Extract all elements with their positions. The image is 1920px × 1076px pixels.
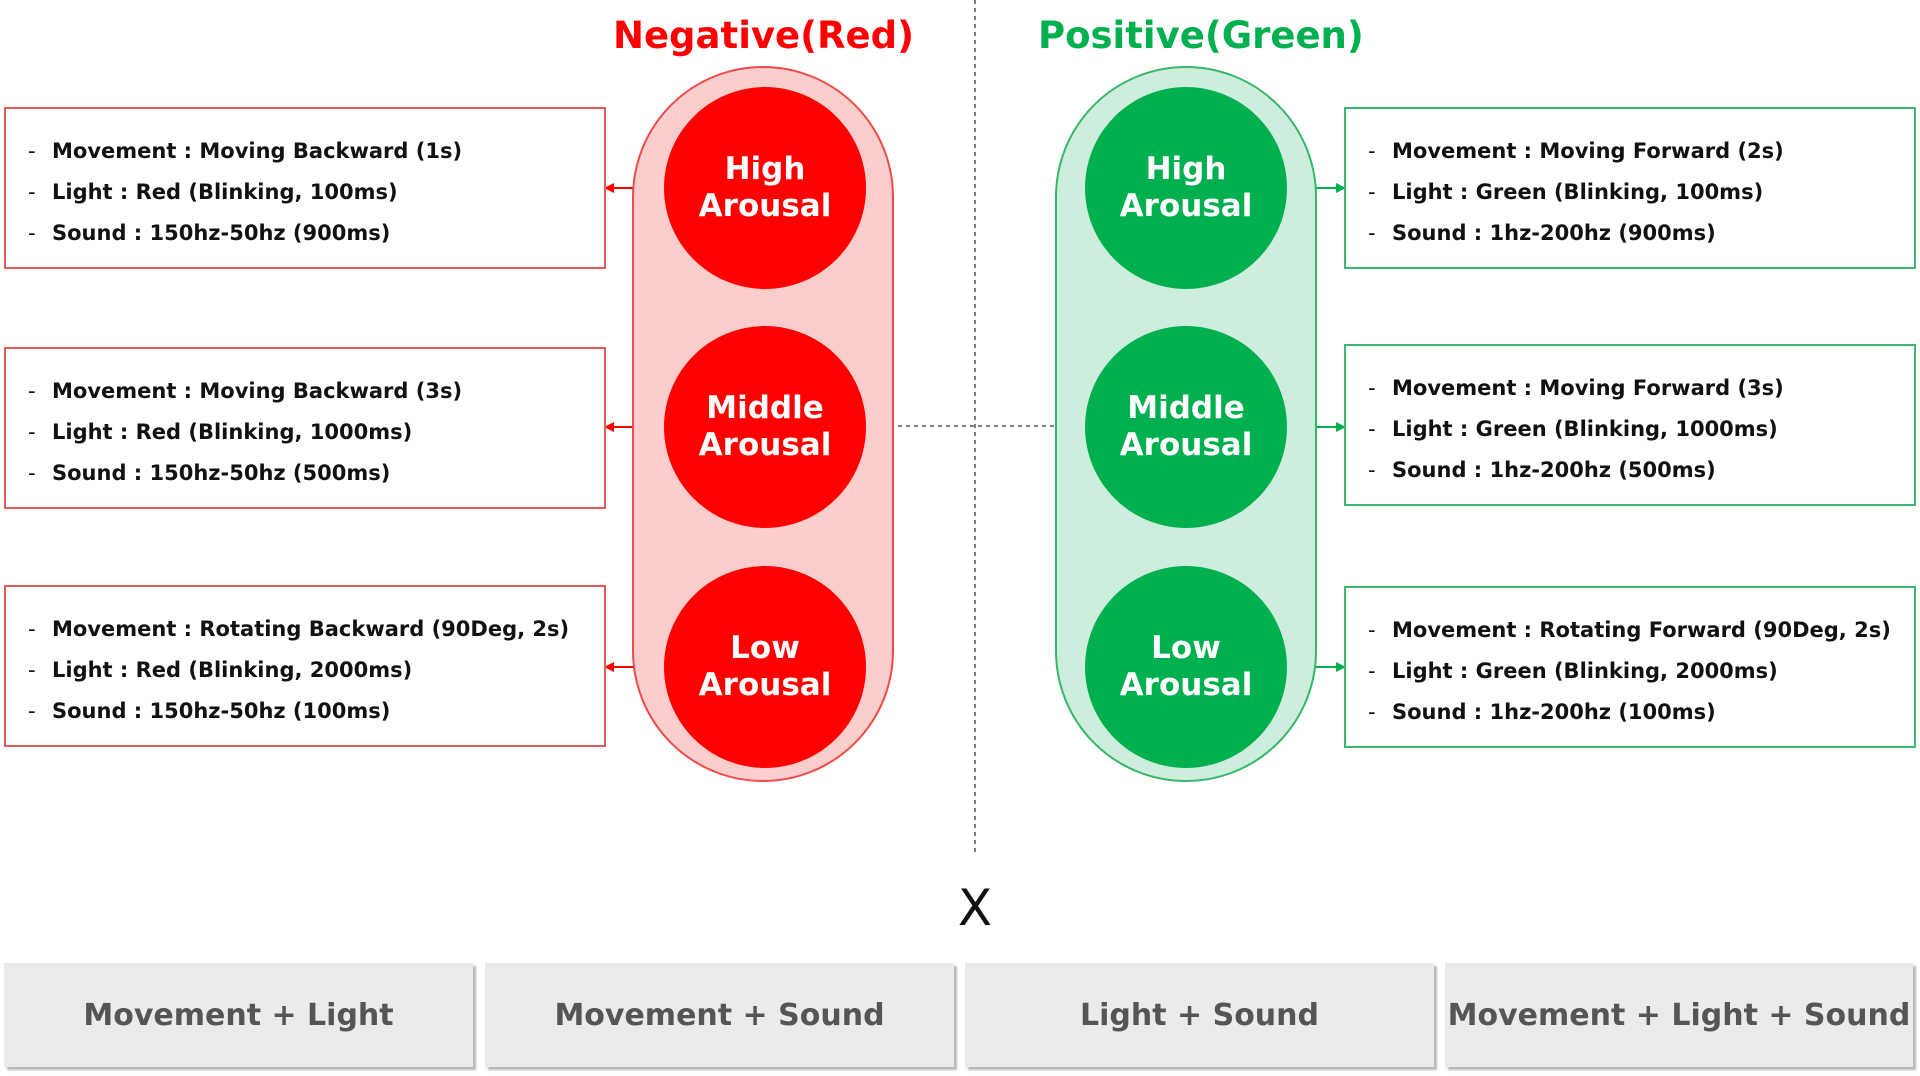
- bullet-dash: -: [1368, 659, 1376, 683]
- detail-text: Light : Red (Blinking, 100ms): [52, 180, 398, 204]
- bullet-dash: -: [1368, 458, 1376, 482]
- detail-line: -Sound : 150hz-50hz (900ms): [28, 213, 604, 254]
- negative-low-detail-box: -Movement : Rotating Backward (90Deg, 2s…: [4, 585, 606, 747]
- bullet-dash: -: [1368, 417, 1376, 441]
- positive-low-arousal-circle: Low Arousal: [1085, 566, 1287, 768]
- bullet-dash: -: [28, 658, 36, 682]
- circle-label-line2: Arousal: [1119, 188, 1253, 224]
- negative-low-arousal-circle: Low Arousal: [664, 566, 866, 768]
- negative-high-detail-box: -Movement : Moving Backward (1s) -Light …: [4, 107, 606, 269]
- bullet-dash: -: [28, 221, 36, 245]
- negative-middle-detail-box: -Movement : Moving Backward (3s) -Light …: [4, 347, 606, 509]
- circle-label-line1: Low: [1151, 630, 1221, 666]
- bullet-dash: -: [28, 699, 36, 723]
- bullet-dash: -: [1368, 221, 1376, 245]
- detail-text: Light : Red (Blinking, 2000ms): [52, 658, 413, 682]
- combo-movement-light-sound: Movement + Light + Sound: [1445, 963, 1913, 1067]
- detail-text: Movement : Moving Backward (3s): [52, 379, 463, 403]
- detail-line: -Light : Red (Blinking, 100ms): [28, 172, 604, 213]
- bullet-dash: -: [1368, 139, 1376, 163]
- bullet-dash: -: [28, 379, 36, 403]
- combo-movement-sound: Movement + Sound: [485, 963, 954, 1067]
- bullet-dash: -: [28, 420, 36, 444]
- detail-text: Movement : Moving Forward (3s): [1392, 376, 1784, 400]
- detail-text: Movement : Moving Forward (2s): [1392, 139, 1784, 163]
- bullet-dash: -: [1368, 700, 1376, 724]
- detail-text: Sound : 1hz-200hz (900ms): [1392, 221, 1716, 245]
- multiply-symbol: X: [957, 879, 993, 937]
- circle-label-line1: Low: [730, 630, 800, 666]
- detail-text: Light : Green (Blinking, 2000ms): [1392, 659, 1778, 683]
- detail-line: -Sound : 1hz-200hz (100ms): [1368, 692, 1914, 733]
- positive-high-detail-box: -Movement : Moving Forward (2s) -Light :…: [1344, 107, 1916, 269]
- circle-label-line2: Arousal: [1119, 427, 1253, 463]
- detail-text: Movement : Rotating Backward (90Deg, 2s): [52, 617, 570, 641]
- bullet-dash: -: [1368, 180, 1376, 204]
- circle-label-line2: Arousal: [698, 667, 832, 703]
- bullet-dash: -: [1368, 618, 1376, 642]
- negative-title: Negative(Red): [613, 14, 914, 57]
- circle-label-line1: Middle: [1127, 390, 1245, 426]
- negative-middle-arousal-circle: Middle Arousal: [664, 326, 866, 528]
- detail-text: Sound : 150hz-50hz (500ms): [52, 461, 391, 485]
- detail-line: -Light : Red (Blinking, 1000ms): [28, 412, 604, 453]
- positive-middle-detail-box: -Movement : Moving Forward (3s) -Light :…: [1344, 344, 1916, 506]
- detail-line: -Movement : Moving Forward (2s): [1368, 131, 1914, 172]
- positive-title: Positive(Green): [1038, 14, 1364, 57]
- detail-text: Light : Red (Blinking, 1000ms): [52, 420, 413, 444]
- bullet-dash: -: [28, 617, 36, 641]
- positive-middle-arousal-circle: Middle Arousal: [1085, 326, 1287, 528]
- circle-label-line2: Arousal: [1119, 667, 1253, 703]
- detail-line: -Movement : Moving Backward (3s): [28, 371, 604, 412]
- detail-text: Movement : Moving Backward (1s): [52, 139, 463, 163]
- negative-high-arousal-circle: High Arousal: [664, 87, 866, 289]
- detail-line: -Light : Green (Blinking, 1000ms): [1368, 409, 1914, 450]
- detail-text: Light : Green (Blinking, 1000ms): [1392, 417, 1778, 441]
- detail-text: Sound : 1hz-200hz (500ms): [1392, 458, 1716, 482]
- detail-line: -Light : Red (Blinking, 2000ms): [28, 650, 604, 691]
- detail-line: -Movement : Rotating Backward (90Deg, 2s…: [28, 609, 604, 650]
- detail-line: -Movement : Rotating Forward (90Deg, 2s): [1368, 610, 1914, 651]
- positive-low-detail-box: -Movement : Rotating Forward (90Deg, 2s)…: [1344, 586, 1916, 748]
- detail-text: Sound : 150hz-50hz (100ms): [52, 699, 391, 723]
- bullet-dash: -: [28, 180, 36, 204]
- combo-movement-light: Movement + Light: [4, 963, 473, 1067]
- circle-label-line1: Middle: [706, 390, 824, 426]
- detail-text: Sound : 1hz-200hz (100ms): [1392, 700, 1716, 724]
- circle-label-line2: Arousal: [698, 427, 832, 463]
- combo-light-sound: Light + Sound: [965, 963, 1434, 1067]
- bullet-dash: -: [1368, 376, 1376, 400]
- detail-text: Light : Green (Blinking, 100ms): [1392, 180, 1764, 204]
- bullet-dash: -: [28, 461, 36, 485]
- circle-label-line1: High: [1145, 151, 1227, 187]
- bullet-dash: -: [28, 139, 36, 163]
- circle-label-line1: High: [724, 151, 806, 187]
- detail-text: Sound : 150hz-50hz (900ms): [52, 221, 391, 245]
- detail-line: -Light : Green (Blinking, 2000ms): [1368, 651, 1914, 692]
- detail-line: -Light : Green (Blinking, 100ms): [1368, 172, 1914, 213]
- detail-line: -Movement : Moving Forward (3s): [1368, 368, 1914, 409]
- positive-high-arousal-circle: High Arousal: [1085, 87, 1287, 289]
- detail-line: -Sound : 150hz-50hz (100ms): [28, 691, 604, 732]
- detail-line: -Movement : Moving Backward (1s): [28, 131, 604, 172]
- circle-label-line2: Arousal: [698, 188, 832, 224]
- detail-line: -Sound : 1hz-200hz (500ms): [1368, 450, 1914, 491]
- detail-line: -Sound : 150hz-50hz (500ms): [28, 453, 604, 494]
- detail-line: -Sound : 1hz-200hz (900ms): [1368, 213, 1914, 254]
- detail-text: Movement : Rotating Forward (90Deg, 2s): [1392, 618, 1891, 642]
